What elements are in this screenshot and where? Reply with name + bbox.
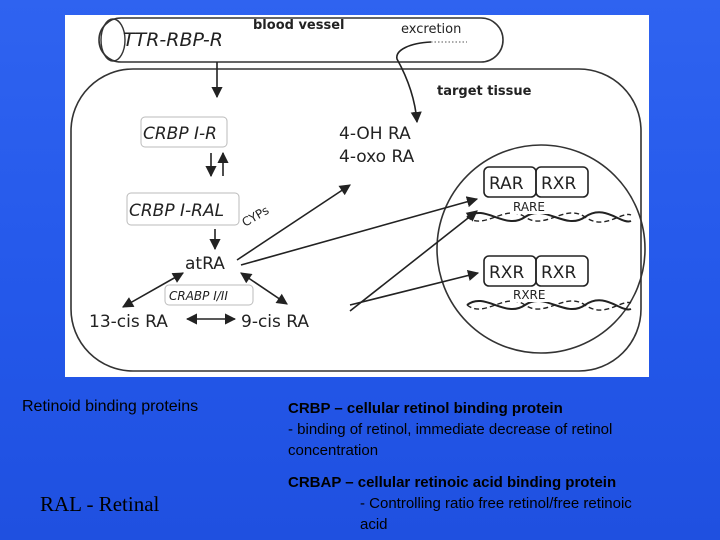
- rare-label: RARE: [513, 200, 545, 214]
- rxr-label-2: RXR: [489, 263, 524, 283]
- diagram-svg: TTR-RBP-R blood vessel excretion target …: [70, 17, 646, 372]
- rar-label: RAR: [489, 174, 524, 194]
- crbp-description-line1: - binding of retinol, immediate decrease…: [288, 421, 613, 438]
- crbp-r-label: CRBP I-R: [143, 124, 217, 144]
- arrow-excretion: [396, 41, 432, 124]
- crbap-description-line2: acid: [360, 516, 388, 533]
- rxr-label-3: RXR: [541, 263, 576, 283]
- ttr-rbp-r-label: TTR-RBP-R: [123, 29, 223, 51]
- arrow-atra-to-rar: [240, 196, 479, 266]
- crbp-description-line2: concentration: [288, 442, 379, 459]
- arrow-9cis-to-rar: [349, 210, 478, 312]
- crbap-definition: CRBAP – cellular retinoic acid binding p…: [288, 474, 617, 491]
- rxr-label-1: RXR: [541, 174, 576, 194]
- excretion-label: excretion: [401, 22, 461, 37]
- retinoid-pathway-diagram: TTR-RBP-R blood vessel excretion target …: [65, 15, 649, 377]
- crbp-ral-label: CRBP I-RAL: [129, 201, 224, 221]
- 4-oxo-ra-label: 4-oxo RA: [339, 147, 415, 167]
- crabp-box: CRABP I/II: [164, 284, 254, 306]
- crbp-ral-box: CRBP I-RAL: [126, 192, 240, 226]
- arrow-9cis-to-rxr: [349, 270, 480, 306]
- atra-label: atRA: [185, 254, 225, 274]
- rxre-label: RXRE: [513, 288, 545, 302]
- 9-cis-ra-label: 9-cis RA: [241, 312, 309, 332]
- rxre-dna: RXRE: [466, 288, 632, 311]
- rxr-rxr-homodimer: RXR RXR: [483, 255, 589, 287]
- crabp-label: CRABP I/II: [169, 289, 228, 303]
- retinoid-binding-proteins-heading: Retinoid binding proteins: [22, 398, 199, 415]
- rar-rxr-heterodimer: RAR RXR: [483, 166, 589, 198]
- blood-vessel-label: blood vessel: [253, 18, 345, 33]
- ral-abbreviation: RAL - Retinal: [40, 492, 160, 516]
- arrow-atra-9cis: [240, 272, 288, 305]
- target-tissue-label: target tissue: [437, 84, 532, 99]
- cyps-label: CYPs: [240, 203, 272, 230]
- rare-dna: RARE: [466, 200, 632, 223]
- blood-vessel: TTR-RBP-R blood vessel excretion: [98, 17, 504, 63]
- 4-oh-ra-label: 4-OH RA: [339, 124, 411, 144]
- crbap-description-line1: - Controlling ratio free retinol/free re…: [360, 495, 632, 512]
- nucleus: [436, 144, 646, 354]
- 13-cis-ra-label: 13-cis RA: [89, 312, 168, 332]
- arrow-atra-13cis: [122, 272, 184, 308]
- crbp-definition: CRBP – cellular retinol binding protein: [288, 400, 563, 417]
- crbp-r-box: CRBP I-R: [140, 116, 228, 148]
- arrow-to-oxidation: [236, 184, 351, 261]
